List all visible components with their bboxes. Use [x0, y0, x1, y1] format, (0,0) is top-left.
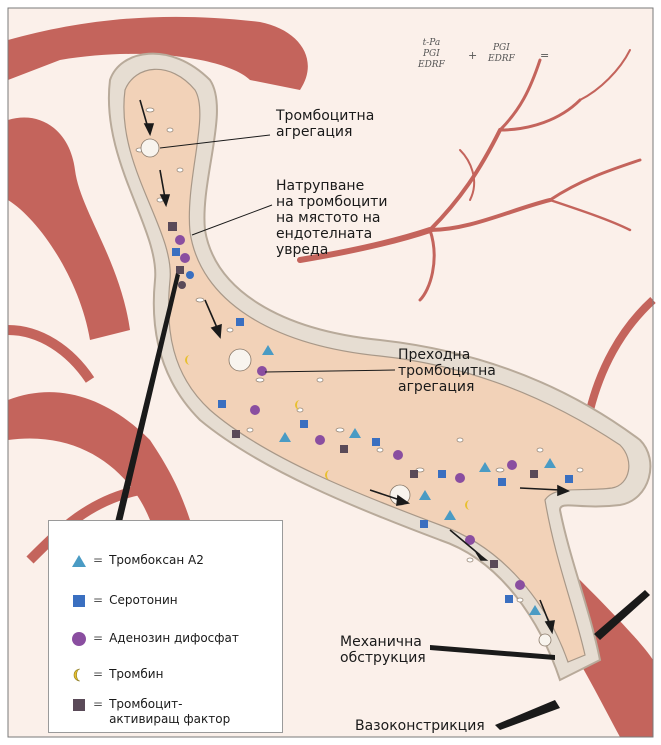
- label-line: тромбоцитна: [398, 363, 496, 379]
- formula-right: PGI EDRF: [488, 43, 515, 65]
- legend-label: Серотонин: [109, 593, 178, 608]
- legend-equals: =: [93, 553, 103, 568]
- dark-square-icon: [71, 697, 87, 713]
- legend-box: = Тромбоксан А2 = Серотонин = Аденозин д…: [48, 520, 283, 733]
- label-line: Механична: [340, 634, 426, 650]
- legend-equals: =: [93, 667, 103, 682]
- formula-edrf-left: EDRF: [418, 60, 445, 71]
- legend-equals: =: [93, 697, 103, 712]
- label-line: ендотелната: [276, 226, 387, 242]
- label-accumulation: Натрупване на тромбоцити на мястото на е…: [276, 178, 387, 258]
- legend-item-thrombin: = Тромбин: [71, 667, 163, 683]
- legend-label: Тромбоксан А2: [109, 553, 204, 568]
- label-line: агрегация: [398, 379, 496, 395]
- formula-pgi-right: PGI: [488, 43, 515, 54]
- formula-edrf-right: EDRF: [488, 54, 515, 65]
- legend-item-adp: = Аденозин дифосфат: [71, 631, 239, 647]
- triangle-icon: [71, 553, 87, 569]
- label-line: Тромбоцитна: [276, 108, 374, 124]
- label-vasoconstriction: Вазоконстрикция: [355, 718, 485, 734]
- label-line: на тромбоцити: [276, 194, 387, 210]
- label-line: обструкция: [340, 650, 426, 666]
- square-icon: [71, 593, 87, 609]
- circle-icon: [71, 631, 87, 647]
- formula-pgi-left: PGI: [418, 49, 445, 60]
- legend-item-paf: = Тромбоцит- активиращ фактор: [71, 697, 230, 727]
- label-transient: Преходна тромбоцитна агрегация: [398, 347, 496, 395]
- legend-label: Тромбоцит-: [109, 697, 230, 712]
- formula-left: t-Pa PGI EDRF: [418, 38, 445, 71]
- legend-item-serotonin: = Серотонин: [71, 593, 178, 609]
- crescent-icon: [71, 667, 87, 683]
- formula-equals: =: [540, 50, 549, 61]
- legend-label: Тромбин: [109, 667, 163, 682]
- label-line: увреда: [276, 242, 387, 258]
- label-line: Натрупване: [276, 178, 387, 194]
- legend-label-multiline: Тромбоцит- активиращ фактор: [109, 697, 230, 727]
- legend-label: Аденозин дифосфат: [109, 631, 239, 646]
- label-aggregation: Тромбоцитна агрегация: [276, 108, 374, 140]
- legend-item-thromboxane: = Тромбоксан А2: [71, 553, 204, 569]
- legend-equals: =: [93, 631, 103, 646]
- label-mechanical: Механична обструкция: [340, 634, 426, 666]
- legend-label: активиращ фактор: [109, 712, 230, 727]
- legend-equals: =: [93, 593, 103, 608]
- label-line: Преходна: [398, 347, 496, 363]
- label-line: агрегация: [276, 124, 374, 140]
- formula-plus: +: [468, 50, 477, 61]
- label-line: на мястото на: [276, 210, 387, 226]
- formula-tpa: t-Pa: [418, 38, 445, 49]
